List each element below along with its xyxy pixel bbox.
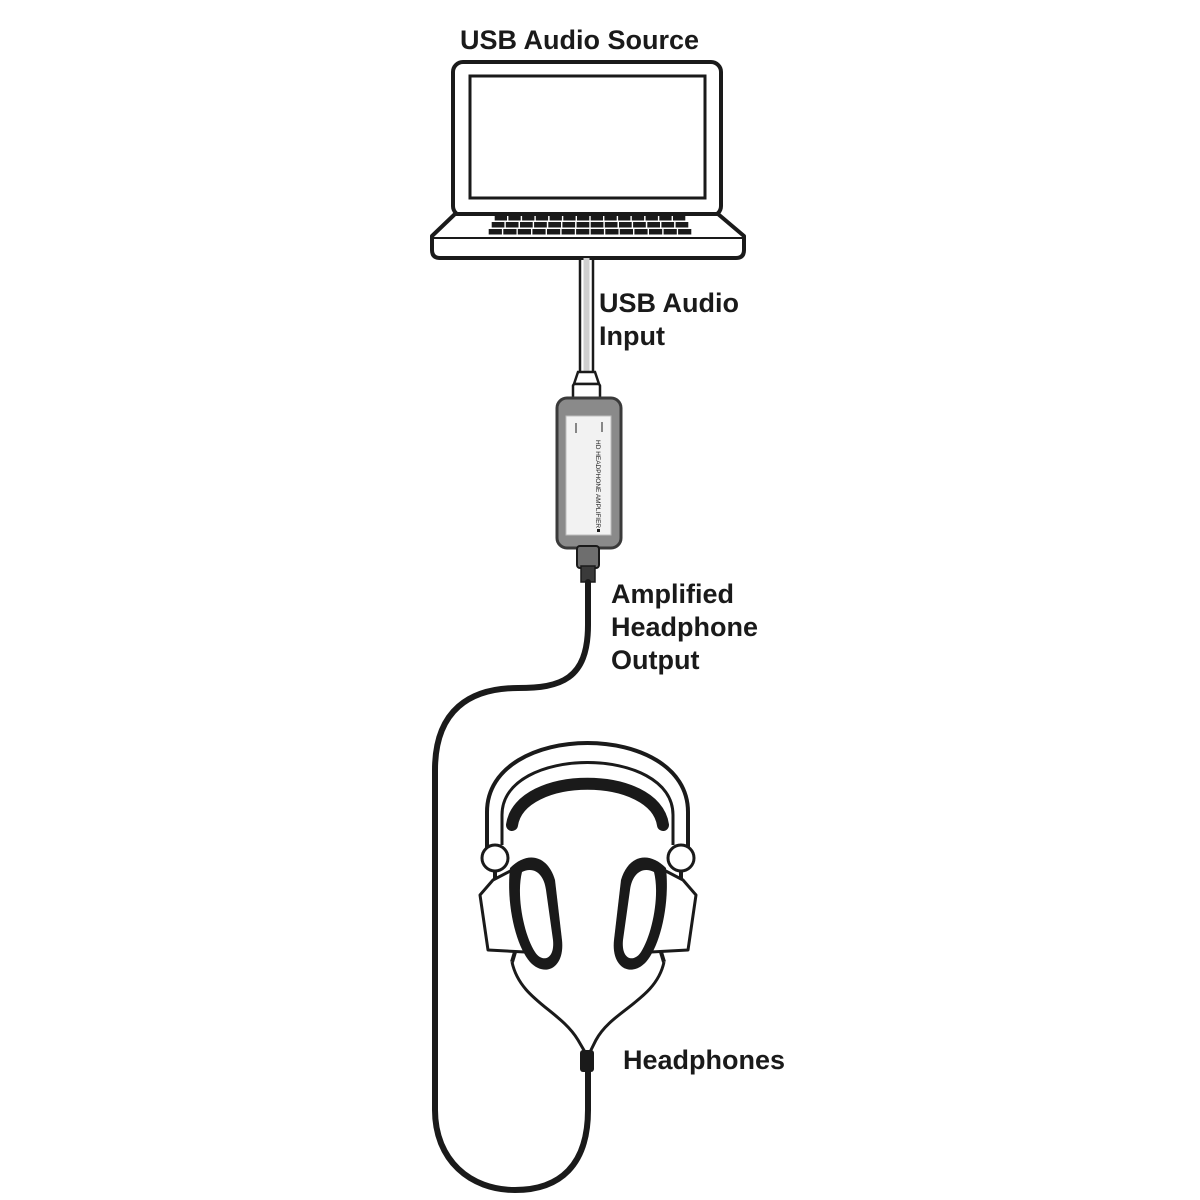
headphones-label: Headphones [623, 1044, 785, 1077]
headphones-label-text: Headphones [623, 1045, 786, 1075]
keyboard-key [605, 229, 619, 235]
keyboard-key [590, 229, 604, 235]
keyboard-key [673, 215, 686, 221]
keyboard-key [532, 229, 546, 235]
headphone-cable [432, 579, 591, 1194]
keyboard-key [491, 222, 505, 228]
output-line-1: Amplified [611, 579, 735, 609]
output-line-3: Output [611, 645, 700, 675]
usb-input-line-2: Input [599, 321, 665, 351]
usb-cable [578, 258, 595, 372]
keyboard-key [488, 229, 502, 235]
keyboard-key [661, 222, 675, 228]
keyboard-key [577, 215, 590, 221]
laptop-icon [430, 60, 746, 260]
keyboard-key [563, 215, 576, 221]
usb-audio-input-label: USB Audio Input [599, 287, 739, 353]
keyboard-key [534, 222, 547, 228]
keyboard-key [517, 229, 531, 235]
keyboard-key [678, 229, 692, 235]
output-line-2: Headphone [611, 612, 759, 642]
keyboard-key [548, 222, 561, 228]
keyboard-key [604, 222, 618, 228]
keyboard-key [522, 215, 535, 221]
keyboard-key [547, 229, 561, 235]
keyboard-key [619, 229, 633, 235]
usb-input-line-1: USB Audio [599, 288, 739, 318]
keyboard-icon [488, 215, 692, 235]
keyboard-key [590, 215, 603, 221]
headphones-icon [478, 741, 698, 1072]
keyboard-key [535, 215, 549, 221]
keyboard-key [634, 229, 648, 235]
keyboard-key [576, 222, 590, 228]
keyboard-key [649, 229, 663, 235]
keyboard-key [633, 222, 646, 228]
keyboard-key [520, 222, 533, 228]
keyboard-key [618, 215, 631, 221]
keyboard-key [647, 222, 660, 228]
keyboard-key [604, 215, 617, 221]
keyboard-key [659, 215, 672, 221]
keyboard-key [508, 215, 521, 221]
source-label-text: USB Audio Source [460, 25, 700, 55]
keyboard-key [494, 215, 507, 221]
keyboard-key [590, 222, 604, 228]
keyboard-key [619, 222, 632, 228]
amplifier-model-text: HD HEADPHONE AMPLIFIER [594, 440, 601, 528]
amplified-output-label: Amplified Headphone Output [611, 578, 758, 677]
keyboard-key [561, 229, 575, 235]
keyboard-key [576, 229, 590, 235]
keyboard-key [663, 229, 677, 235]
keyboard-key [631, 215, 645, 221]
usb-audio-source-label: USB Audio Source [460, 24, 699, 57]
keyboard-key [645, 215, 658, 221]
keyboard-key [503, 229, 517, 235]
amplifier-icon: HD HEADPHONE AMPLIFIER [555, 396, 623, 583]
keyboard-key [675, 222, 689, 228]
keyboard-key [562, 222, 576, 228]
keyboard-key [549, 215, 562, 221]
keyboard-key [505, 222, 519, 228]
